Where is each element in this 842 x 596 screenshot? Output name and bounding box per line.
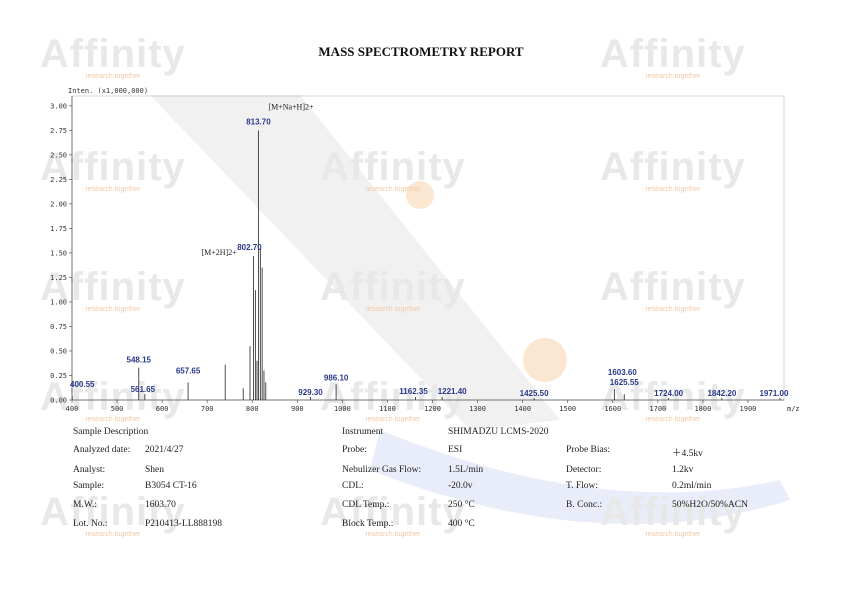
x-tick-label: 500 <box>111 405 124 413</box>
report-title: MASS SPECTROMETRY REPORT <box>318 44 524 59</box>
peak-label: 1221.40 <box>438 387 467 396</box>
peak-label: 1425.50 <box>520 389 549 398</box>
y-tick-label: 0.25 <box>50 372 67 380</box>
x-tick-label: 1600 <box>604 405 621 413</box>
block-temp-value: 400 °C <box>448 519 475 529</box>
x-tick-label: 1500 <box>559 405 576 413</box>
peak-annotation: [M+Na+H]2+ <box>268 102 314 111</box>
x-tick-label: 1100 <box>379 405 396 413</box>
probe-label: Probe: <box>342 445 367 455</box>
probe-bias-label: Probe Bias: <box>566 445 611 455</box>
y-tick-label: 0.75 <box>50 323 67 331</box>
x-tick-label: 900 <box>291 405 304 413</box>
x-tick-label: 1700 <box>649 405 666 413</box>
probe-bias-value: ＋4.5kv <box>672 449 703 459</box>
mw-value: 1603.70 <box>145 500 176 510</box>
y-tick-label: 2.25 <box>50 176 67 184</box>
cdl-temp-value: 250 °C <box>448 500 475 510</box>
peak-label: 1625.55 <box>610 378 639 387</box>
peak-annotation: [M+2H]2+ <box>201 248 237 257</box>
analyst-value: Shen <box>145 465 164 475</box>
y-tick-label: 1.00 <box>50 298 67 306</box>
bconc-value: 50%H2O/50%ACN <box>672 500 748 510</box>
tflow-value: 0.2ml/min <box>672 481 712 491</box>
nebulizer-label: Nebulizer Gas Flow: <box>342 465 422 475</box>
peak-label: 1603.60 <box>608 368 637 377</box>
x-tick-label: 1200 <box>424 405 441 413</box>
lot-value: P210413-LL888198 <box>145 519 223 529</box>
cdl-label: CDL: <box>342 481 364 491</box>
bconc-label: B. Conc.: <box>566 500 603 510</box>
peak-label: 1971.00 <box>759 389 788 398</box>
lot-label: Lot. No.: <box>73 519 108 529</box>
peak-label: 813.70 <box>246 117 271 126</box>
y-axis-label: Inten. (x1,000,000) <box>68 87 148 95</box>
y-tick-label: 1.25 <box>50 274 67 282</box>
analyst-label: Analyst: <box>73 465 106 475</box>
peak-label: 657.65 <box>176 366 201 375</box>
x-tick-label: 700 <box>201 405 214 413</box>
probe-value: ESI <box>448 445 463 455</box>
plot-frame <box>71 95 785 401</box>
y-tick-label: 3.00 <box>50 102 67 110</box>
y-tick-label: 1.50 <box>50 249 67 257</box>
x-tick-label: 1800 <box>694 405 711 413</box>
sample-description-heading: Sample Description <box>73 427 149 437</box>
x-tick-label: 1000 <box>334 405 351 413</box>
tflow-label: T. Flow: <box>566 481 599 491</box>
peak-label: 802.70 <box>237 243 262 252</box>
peak-label: 1724.00 <box>654 389 683 398</box>
cdl-value: -20.0v <box>448 481 473 491</box>
instrument-value: SHIMADZU LCMS-2020 <box>448 427 549 437</box>
peak-label: 400.55 <box>70 380 95 389</box>
y-tick-label: 2.00 <box>50 200 67 208</box>
x-tick-label: 800 <box>246 405 259 413</box>
x-tick-label: 1900 <box>740 405 757 413</box>
detector-value: 1.2kv <box>672 465 694 475</box>
x-tick-label: 1400 <box>514 405 531 413</box>
x-tick-label: 1300 <box>469 405 486 413</box>
instrument-label: Instrument <box>342 427 384 437</box>
x-tick-label: 600 <box>156 405 169 413</box>
detector-label: Detector: <box>566 465 602 475</box>
peak-label: 548.15 <box>127 356 152 365</box>
peak-label: 1842.20 <box>707 389 736 398</box>
mw-label: M.W.: <box>73 500 97 510</box>
y-tick-label: 0.00 <box>50 397 67 405</box>
x-tick-label: 400 <box>66 405 79 413</box>
peak-label: 561.65 <box>131 385 156 394</box>
analyzed-date-label: Analyzed date: <box>73 445 131 455</box>
y-tick-label: 1.75 <box>50 225 67 233</box>
cdl-temp-label: CDL Temp.: <box>342 500 390 510</box>
y-tick-label: 2.75 <box>50 127 67 135</box>
x-axis-label: m/z <box>787 405 800 413</box>
peak-label: 929.30 <box>298 388 323 397</box>
analyzed-date-value: 2021/4/27 <box>145 445 184 455</box>
nebulizer-value: 1.5L/min <box>448 465 484 475</box>
block-temp-label: Block Temp.: <box>342 519 394 529</box>
peak-label: 986.10 <box>324 373 349 382</box>
sample-label: Sample: <box>73 481 105 491</box>
y-tick-label: 2.50 <box>50 151 67 159</box>
sample-value: B3054 CT-16 <box>145 481 197 491</box>
peak-label: 1162.35 <box>399 387 428 396</box>
y-tick-label: 0.50 <box>50 347 67 355</box>
mass-spectrum-chart: 0.00 0.25 0.50 0.75 1.00 1.25 1.50 1.75 2.00 2.25… <box>50 87 800 413</box>
